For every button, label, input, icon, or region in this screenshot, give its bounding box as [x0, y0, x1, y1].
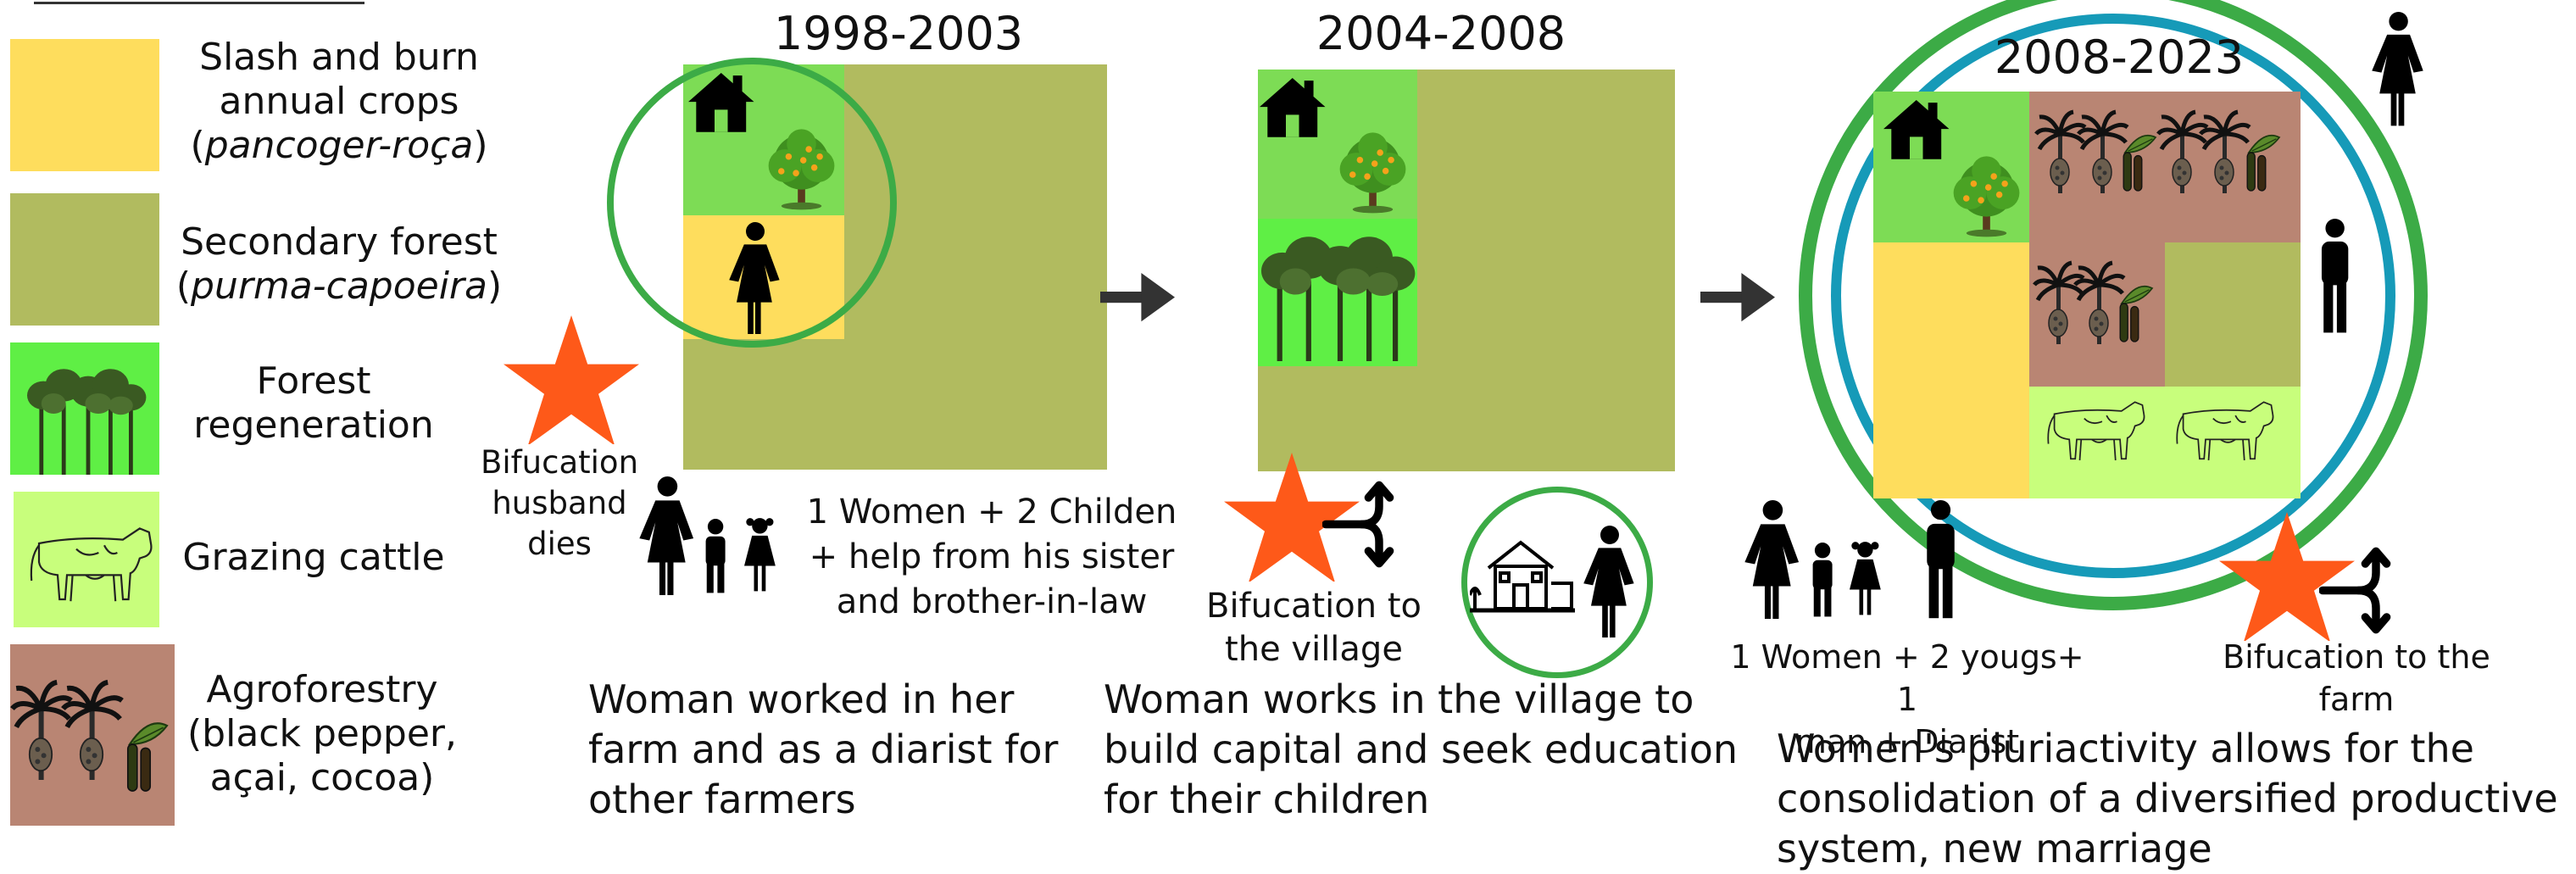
orange-tree-icon [1946, 153, 2031, 239]
legend-label-agroforestry: Agroforestry (black pepper, açai, cocoa) [187, 668, 457, 799]
highlight-ring [607, 58, 897, 348]
palm-pepper-icon [2029, 98, 2280, 225]
house-icon [1883, 100, 1950, 159]
legend-swatch-forest-regeneration [10, 342, 159, 475]
legend-label-forest-regeneration: Forest regeneration [193, 359, 434, 447]
child-icon [1812, 543, 1833, 617]
woman-icon [1744, 500, 1800, 619]
woman-icon [1583, 526, 1634, 637]
plot-olive [2165, 242, 2301, 387]
period-title: 2008-2023 [1994, 31, 2245, 84]
household-label-p3: 1 Women + 2 yougs+ 1 man + Diarist [1730, 638, 2084, 761]
legend-label-secondary-forest: Secondary forest (purma-capoeira) [175, 220, 503, 308]
child-icon [705, 519, 726, 593]
fork-arrow-icon [2319, 543, 2424, 634]
cow-icon [2176, 401, 2274, 461]
top-line [34, 2, 364, 4]
fork-arrow-icon [1322, 476, 1427, 568]
period-description: Woman worked in her farm and as a diaris… [588, 676, 1059, 822]
orange-tree-icon [1333, 129, 1417, 215]
palm-pepper-icon [2029, 248, 2153, 375]
man-icon [1927, 500, 1955, 619]
period-title: 2004-2008 [1316, 7, 1566, 60]
village-icon [1470, 534, 1580, 619]
legend-label-grazing-cattle: Grazing cattle [182, 536, 445, 579]
woman-icon [639, 476, 694, 595]
forest-trees-icon [27, 369, 147, 475]
legend-swatch-grazing-cattle [14, 492, 159, 627]
period-description: Woman works in the village to build capi… [1104, 676, 1739, 822]
right-arrow-icon [1700, 273, 1775, 322]
cow-icon [30, 527, 153, 603]
child-icon [1850, 542, 1881, 615]
village-ring [1461, 487, 1653, 678]
star-icon [504, 315, 639, 444]
period-description: Women's pluriactivity allows for the con… [1777, 726, 2558, 871]
bifurcation-farm-label: Bifucation to the farm [2223, 638, 2490, 719]
legend-label-slash-burn: Slash and burn annual crops (pancoger-ro… [190, 36, 488, 167]
man-icon [2321, 219, 2349, 333]
child-icon [744, 518, 776, 592]
right-arrow-icon [1100, 273, 1175, 322]
house-icon [1260, 78, 1326, 137]
legend-swatch-slash-burn [10, 39, 159, 171]
household-label-p1: 1 Women + 2 Childen + help from his sist… [806, 493, 1177, 621]
bifurcation-husband-label: Bifucation husband dies [480, 444, 639, 563]
legend-swatch-agroforestry [10, 644, 175, 826]
period-title: 1998-2003 [773, 7, 1024, 60]
woman-icon [2372, 12, 2423, 126]
palm-pepper-icon [10, 644, 169, 793]
cow-icon [2047, 401, 2145, 461]
forest-trees-icon [1261, 237, 1416, 361]
legend-swatch-secondary-forest [10, 193, 159, 326]
bifurcation-village-label: Bifucation to the village [1206, 587, 1422, 670]
plot-slash-burn [1873, 242, 2029, 498]
